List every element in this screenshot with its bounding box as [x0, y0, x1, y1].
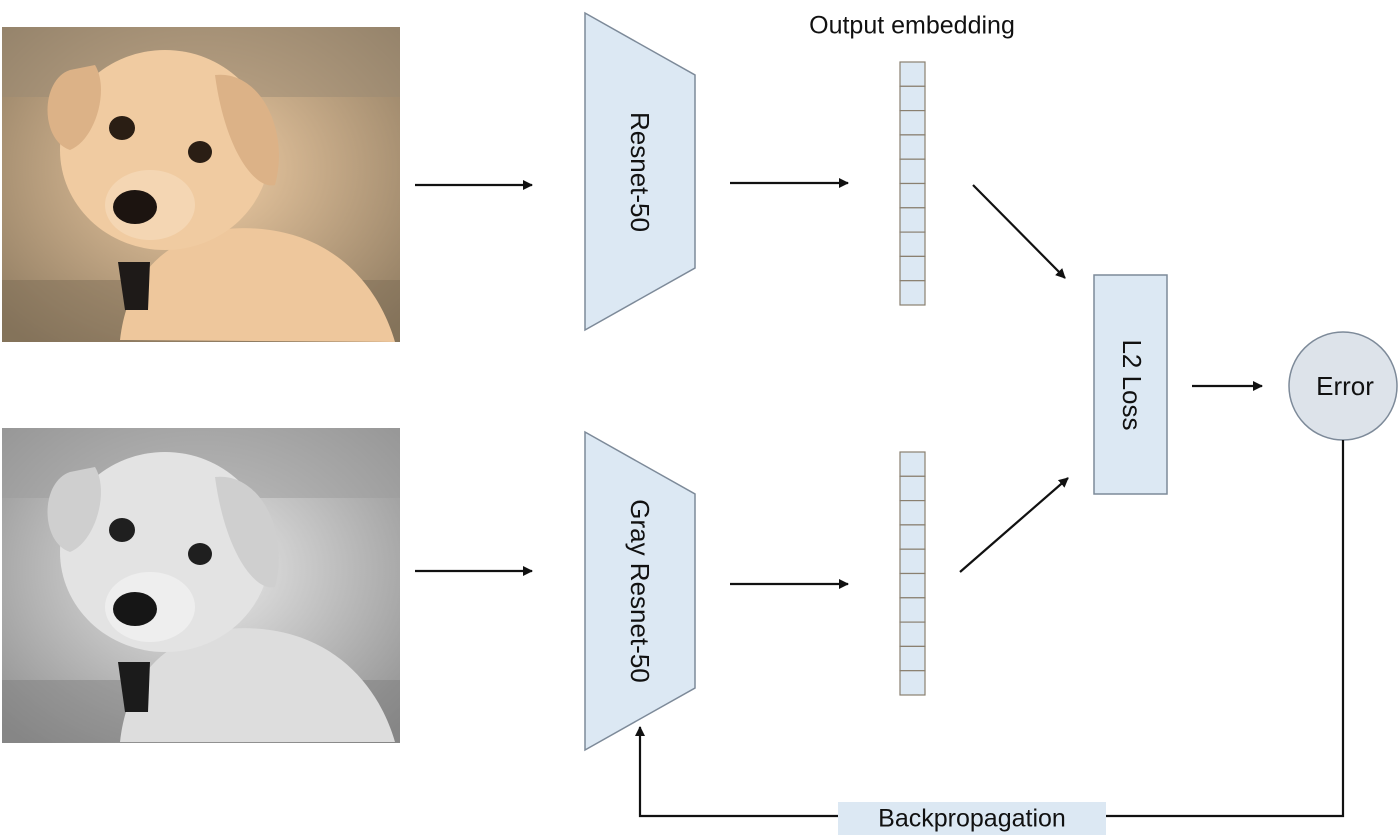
- resnet-label: Resnet-50: [625, 112, 655, 232]
- l2-loss-label: L2 Loss: [1117, 339, 1147, 430]
- arrow-embedding-top-to-loss: [972, 184, 1066, 279]
- embedding-cell: [899, 85, 926, 112]
- arrow-embedding-bottom-to-loss: [959, 477, 1069, 573]
- l2-loss-node: L2 Loss: [1093, 274, 1168, 495]
- gray-puppy-image: [2, 428, 400, 743]
- embedding-cell: [899, 61, 926, 87]
- output-embedding-label: Output embedding: [809, 12, 1015, 40]
- embedding-cell: [899, 597, 926, 623]
- embedding-cell: [899, 500, 926, 526]
- resnet-node: Resnet-50: [584, 11, 696, 332]
- embedding-cell: [899, 670, 926, 696]
- backprop-label: Backpropagation: [878, 805, 1066, 833]
- embedding-cell: [899, 280, 926, 306]
- embedding-cell: [899, 182, 926, 209]
- embedding-cell: [899, 255, 926, 282]
- embedding-cell: [899, 548, 926, 575]
- embedding-cell: [899, 572, 926, 599]
- embedding-cell: [899, 134, 926, 160]
- embedding-cell: [899, 231, 926, 258]
- embedding-cell: [899, 109, 926, 136]
- gray-resnet-node: Gray Resnet-50: [584, 430, 696, 752]
- backprop-label-box: Backpropagation: [838, 802, 1106, 835]
- error-label: Error: [1316, 371, 1374, 401]
- gray-resnet-label: Gray Resnet-50: [625, 499, 655, 683]
- embedding-cell: [899, 451, 926, 477]
- embedding-cell: [899, 158, 926, 185]
- embedding-vector-top: [899, 61, 926, 306]
- embedding-cell: [899, 207, 926, 233]
- embedding-cell: [899, 645, 926, 672]
- backprop-path: [635, 440, 1345, 818]
- error-node: Error: [1288, 331, 1398, 441]
- embedding-cell: [899, 621, 926, 647]
- color-puppy-image: [2, 27, 400, 342]
- embedding-cell: [899, 475, 926, 502]
- embedding-vector-bottom: [899, 451, 926, 696]
- embedding-cell: [899, 524, 926, 550]
